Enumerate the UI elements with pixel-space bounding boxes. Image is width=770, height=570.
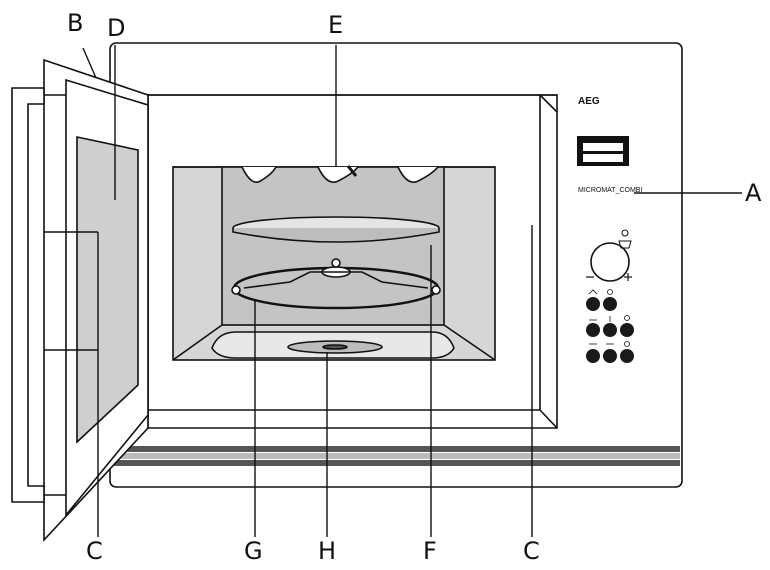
callout-c-left: C [86, 537, 103, 565]
program-button-3[interactable] [586, 323, 600, 337]
cavity-lip [148, 94, 541, 411]
base-stripe-dark-1 [112, 446, 680, 452]
clock-icon [621, 229, 629, 237]
brand-logo: AEG [578, 96, 600, 107]
callout-d: D [107, 14, 125, 42]
base-stripe-light [112, 453, 680, 459]
callout-b: B [67, 9, 83, 37]
leader-b [82, 47, 97, 79]
model-label: MICROMAT_COMBI [578, 187, 642, 194]
program-button-1[interactable] [586, 297, 600, 311]
base-stripe-dark-2 [112, 460, 680, 466]
program-button-8[interactable] [620, 349, 634, 363]
plus-icon [624, 273, 632, 281]
callout-f: F [423, 537, 437, 565]
callout-c-right: C [523, 537, 540, 565]
program-icon [588, 289, 630, 347]
control-knob[interactable] [590, 242, 630, 282]
cavity-back-wall [221, 166, 445, 326]
program-button-7[interactable] [603, 349, 617, 363]
grill-element-1 [241, 166, 277, 183]
callout-g: G [244, 537, 263, 565]
program-button-4[interactable] [603, 323, 617, 337]
weight-icon [618, 240, 632, 249]
callout-a: A [745, 179, 762, 207]
door-handle [11, 87, 45, 503]
grill-element-3 [397, 166, 439, 183]
callout-e: E [328, 11, 343, 39]
callout-h: H [318, 537, 336, 565]
program-button-5[interactable] [620, 323, 634, 337]
grill-element-2 [317, 166, 359, 183]
program-button-6[interactable] [586, 349, 600, 363]
program-button-2[interactable] [603, 297, 617, 311]
door-glass [76, 136, 139, 444]
